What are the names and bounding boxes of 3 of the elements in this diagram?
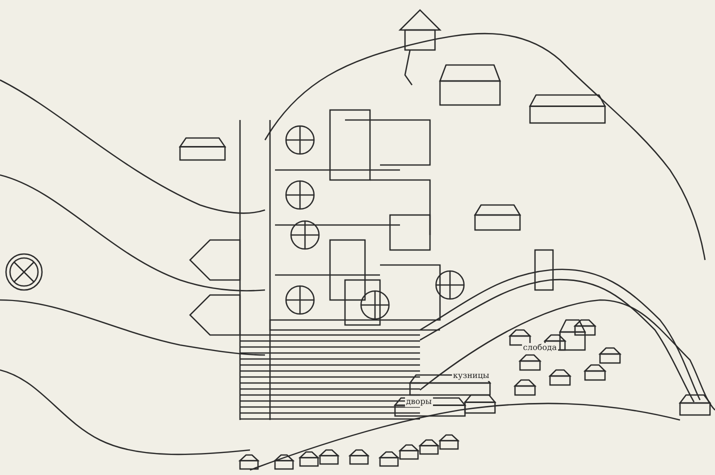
place-label: слобода: [522, 343, 558, 353]
place-label: дворы: [405, 397, 433, 407]
place-label: кузницы: [452, 371, 490, 381]
